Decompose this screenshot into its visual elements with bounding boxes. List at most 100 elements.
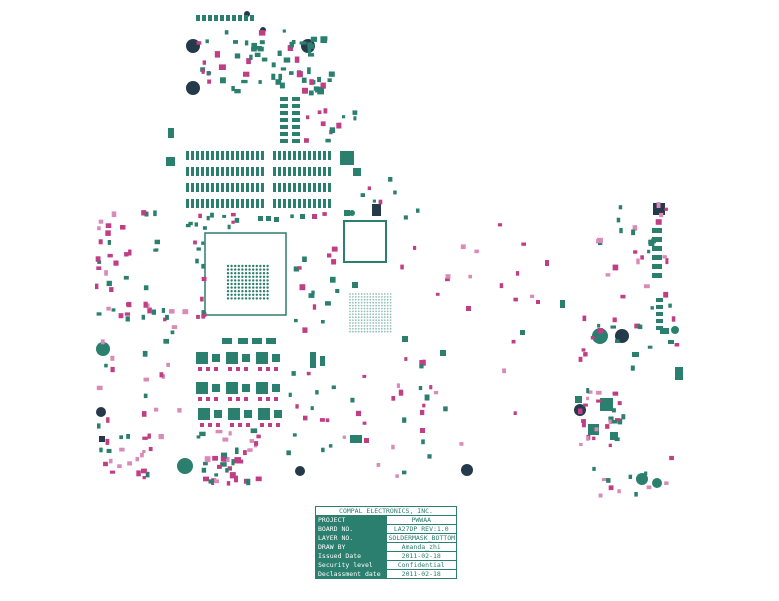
smd-component	[367, 186, 371, 191]
smd-component	[119, 435, 123, 440]
bga-ball	[383, 316, 386, 319]
smd-component	[310, 36, 318, 42]
smd-component	[222, 457, 230, 463]
bga-ball	[386, 330, 389, 333]
smd-component	[141, 468, 147, 474]
smd-component	[177, 408, 182, 413]
pad	[280, 118, 288, 122]
smd-component	[433, 391, 439, 395]
bga-ball	[366, 327, 369, 330]
smd-component	[352, 282, 358, 288]
bga-ball	[383, 293, 386, 295]
pad	[251, 183, 254, 192]
smd-component	[583, 352, 588, 357]
smd-component	[282, 29, 286, 33]
smd-component	[244, 410, 252, 418]
cpu-right-components	[293, 246, 340, 333]
smd-component	[272, 354, 280, 362]
smd-component	[323, 108, 328, 114]
smd-component	[297, 266, 302, 270]
smd-component	[231, 220, 235, 224]
bga-ball	[389, 322, 392, 324]
bga-ball	[383, 325, 386, 327]
smd-component	[521, 242, 526, 246]
smd-component	[196, 41, 202, 45]
smd-component	[276, 423, 280, 427]
pad	[292, 139, 300, 143]
smd-component	[663, 291, 669, 298]
smd-component	[201, 69, 205, 74]
smd-component	[228, 431, 232, 436]
smd-component	[598, 328, 603, 334]
smd-component	[320, 121, 326, 127]
smd-component	[575, 396, 582, 403]
smd-component	[96, 385, 103, 391]
smd-component	[619, 227, 623, 234]
smd-component	[331, 385, 336, 390]
bga-ball	[244, 293, 248, 296]
smd-component	[664, 481, 669, 485]
smd-component	[275, 79, 282, 85]
pad	[208, 15, 212, 21]
smd-component	[520, 330, 525, 335]
smd-component	[395, 474, 399, 478]
bga-ball	[244, 290, 248, 293]
smd-component	[560, 300, 565, 308]
bga-ball	[369, 313, 372, 316]
smd-component	[236, 367, 240, 371]
smd-component	[247, 448, 253, 452]
pad	[280, 139, 288, 143]
smd-component	[125, 316, 130, 322]
round-component	[592, 328, 608, 344]
smd-component	[214, 410, 222, 418]
smd-component	[299, 72, 303, 77]
bga-ball	[349, 298, 351, 301]
pad	[308, 167, 311, 176]
pad	[280, 104, 288, 108]
bga-ball	[234, 286, 237, 289]
pad	[313, 151, 316, 160]
smd-component	[163, 338, 169, 344]
pad	[298, 183, 301, 192]
smd-component	[329, 127, 336, 134]
bga-ball	[244, 272, 248, 275]
bga-ball	[389, 304, 392, 307]
smd-component	[424, 394, 430, 401]
bga-ball	[248, 264, 251, 268]
smd-component	[419, 360, 425, 365]
bga-ball	[262, 286, 266, 289]
bga-ball	[349, 304, 351, 307]
smd-component	[222, 338, 232, 344]
smd-component	[302, 87, 308, 94]
bga-ball	[252, 290, 255, 293]
bga-ball	[352, 304, 354, 307]
bga-ball	[237, 279, 240, 282]
pad	[256, 151, 259, 160]
bga-ball	[369, 296, 372, 298]
bga-ball	[248, 293, 251, 296]
pad	[241, 151, 244, 160]
bga-ball	[352, 307, 354, 310]
bga-ball	[372, 296, 375, 298]
field-value: LA27DP REV:1.0	[385, 524, 457, 534]
smd-component	[402, 470, 407, 475]
smd-component	[206, 215, 210, 221]
bga-ball	[375, 293, 377, 295]
bga-ball	[383, 296, 386, 298]
smd-component	[106, 280, 112, 287]
field-value: 2011-02-18	[385, 569, 457, 579]
smd-component	[418, 386, 423, 391]
smd-component	[99, 436, 105, 442]
pad	[293, 183, 296, 192]
pad	[303, 151, 306, 160]
bga-ball	[389, 319, 392, 321]
pad	[216, 151, 219, 160]
round-component	[461, 464, 473, 476]
bga-ball	[255, 272, 258, 275]
smd-component	[234, 457, 242, 464]
pad	[273, 199, 276, 208]
pad	[652, 237, 662, 242]
smd-component	[238, 423, 242, 427]
smd-component	[632, 225, 638, 231]
